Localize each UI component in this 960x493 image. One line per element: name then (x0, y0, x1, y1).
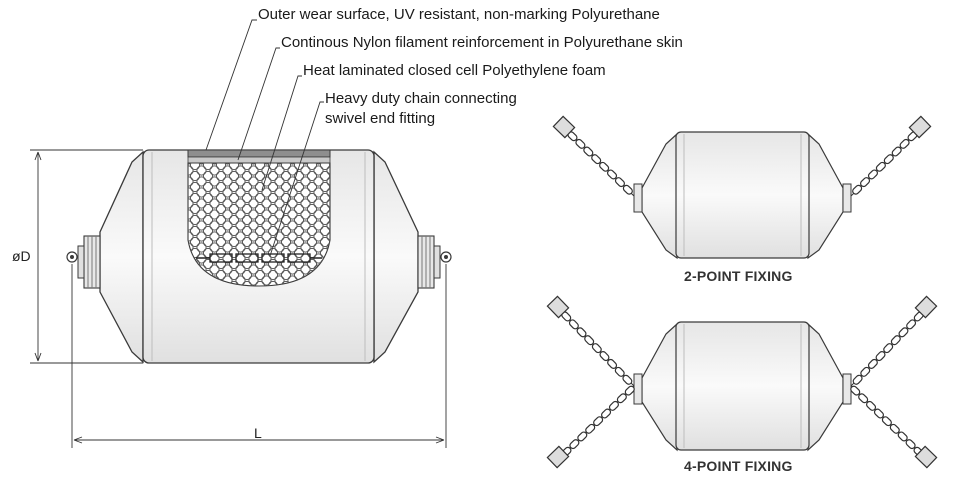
internal-chain (196, 253, 322, 263)
main-fender-left-cone (99, 150, 144, 364)
four-point-chain-lower-right (850, 385, 938, 469)
callout-chain-line1: Heavy duty chain connecting (325, 90, 517, 107)
callout-chain-line2: swivel end fitting (325, 110, 436, 127)
two-point-fender (552, 115, 932, 260)
callout-leaders (205, 19, 324, 257)
main-fender-left-end-fitting (66, 235, 101, 289)
caption-four-point-fixing: 4-POINT FIXING (684, 458, 793, 474)
leader-foam (261, 75, 302, 191)
four-point-chain-lower-left (546, 385, 635, 469)
leader-chain (269, 101, 324, 257)
nylon-reinforcement-layer (187, 156, 331, 164)
callout-foam: Heat laminated closed cell Polyethylene … (303, 62, 606, 79)
four-point-chain-upper-left (546, 295, 635, 387)
dimension-diameter-label: øD (12, 248, 31, 264)
outer-skin-layer (187, 149, 331, 158)
four-point-fender (546, 295, 938, 469)
leader-nylon (237, 47, 280, 161)
two-point-chain-right (850, 115, 932, 197)
main-fender (30, 19, 452, 448)
four-point-chain-upper-right (850, 295, 938, 387)
main-fender-right-cone (373, 150, 419, 364)
dimension-length-label: L (254, 425, 262, 441)
callout-nylon-reinforcement: Continous Nylon filament reinforcement i… (281, 34, 683, 51)
callout-outer-wear: Outer wear surface, UV resistant, non-ma… (258, 6, 660, 23)
caption-two-point-fixing: 2-POINT FIXING (684, 268, 793, 284)
two-point-chain-left (552, 115, 635, 197)
leader-outer-wear (205, 19, 257, 151)
dimension-lines (30, 149, 447, 448)
cutaway-section (187, 149, 331, 287)
main-fender-right-end-fitting (417, 235, 452, 289)
